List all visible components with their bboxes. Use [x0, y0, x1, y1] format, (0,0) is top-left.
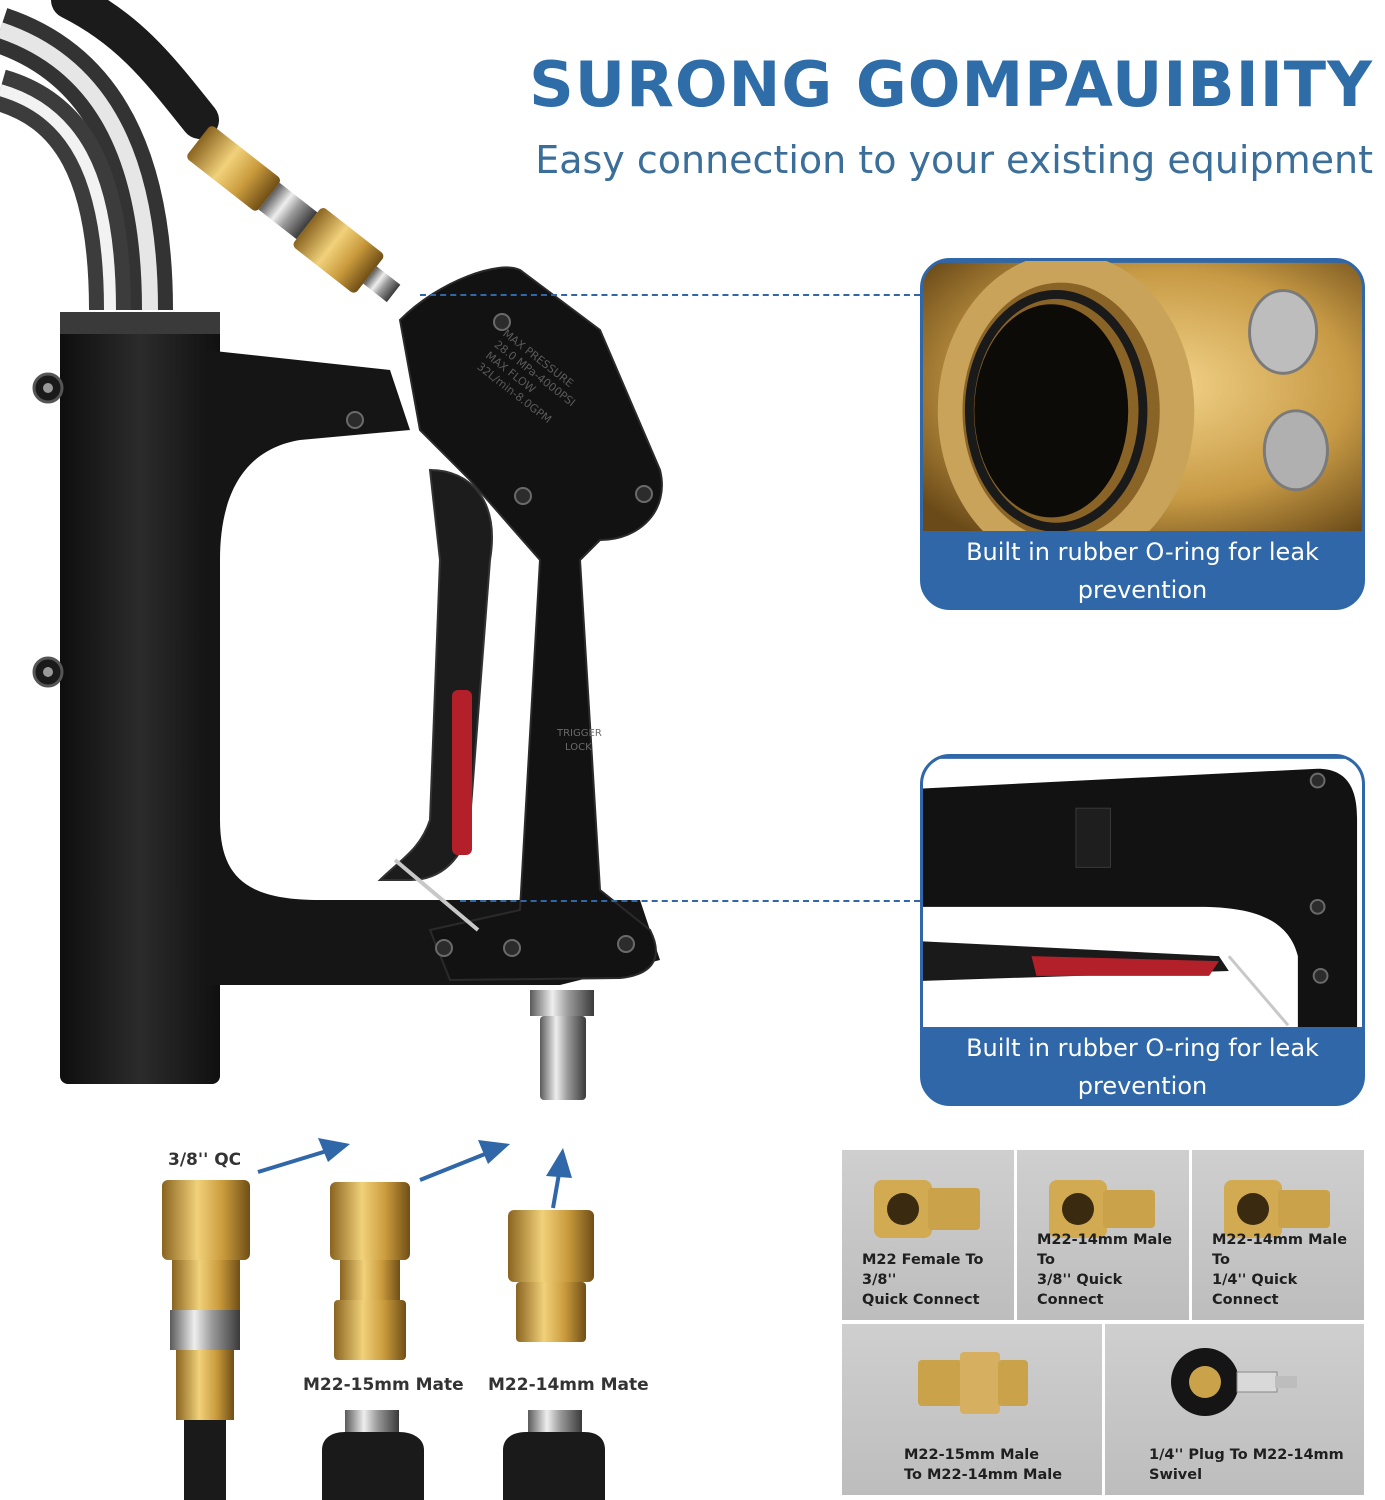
- outlet-quick-connect: [530, 990, 594, 1100]
- qc-coupler-assembly: [162, 1180, 250, 1500]
- callout-leader-line: [420, 294, 920, 296]
- holder-tube: [60, 312, 220, 1084]
- trigger-closeup-image: [923, 758, 1362, 1031]
- adapter-label: M22-15mm Male To M22-14mm Male: [904, 1447, 1063, 1483]
- callout-caption: Built in rubber O-ring for leak preventi…: [923, 531, 1362, 607]
- arrow-icon: [419, 1140, 510, 1182]
- trigger-lock-red: [452, 690, 472, 855]
- page-subtitle: Easy connection to your existing equipme…: [535, 138, 1373, 182]
- adapter-image: [918, 1352, 1028, 1414]
- adapter-label: M22 Female To 3/8'' Quick Connect: [862, 1252, 984, 1308]
- gun-screws: [346, 313, 653, 957]
- mate-14mm-label: M22-14mm Mate: [488, 1375, 649, 1395]
- coupler-closeup-image: [923, 261, 1362, 536]
- adapter-card: M22 Female To 3/8'' Quick Connect: [842, 1150, 1014, 1320]
- adapter-image: [1224, 1180, 1330, 1238]
- pump-outlet-14mm: [503, 1410, 605, 1500]
- qc-label: 3/8'' QC: [168, 1150, 242, 1170]
- hose: [51, 0, 219, 139]
- callout-trigger-closeup: Built in rubber O-ring for leak preventi…: [920, 754, 1365, 1106]
- mate-15mm-label: M22-15mm Mate: [303, 1375, 464, 1395]
- m22-15mm-coupler: [330, 1182, 410, 1360]
- adapter-label: M22-14mm Male To 1/4'' Quick Connect: [1212, 1232, 1348, 1308]
- adapter-image: [1049, 1180, 1155, 1238]
- adapter-card: M22-14mm Male To 3/8'' Quick Connect: [1017, 1150, 1189, 1320]
- adapter-image: [874, 1180, 980, 1238]
- gun-trigger: [377, 468, 493, 881]
- adapter-grid: M22 Female To 3/8'' Quick Connect M22-14…: [842, 1150, 1364, 1495]
- steel-wand: [0, 8, 173, 311]
- hose-fittings: [187, 126, 401, 303]
- adapter-card: 1/4'' Plug To M22-14mm Swivel: [1105, 1324, 1364, 1495]
- pump-outlet-15mm: [322, 1410, 424, 1500]
- trigger-lock-text: LOCK: [565, 742, 592, 753]
- callout-caption: Built in rubber O-ring for leak preventi…: [923, 1027, 1362, 1103]
- m22-14mm-coupler: [508, 1210, 594, 1342]
- adapter-label: 1/4'' Plug To M22-14mm Swivel: [1149, 1447, 1344, 1483]
- wire-latch: [393, 858, 480, 932]
- spray-gun-illustration: MAX PRESSURE 28.0 MPa-4000PSI MAX FLOW 3…: [0, 0, 663, 1500]
- adapter-image: [1171, 1348, 1297, 1416]
- adapter-label: M22-14mm Male To 3/8'' Quick Connect: [1037, 1232, 1173, 1308]
- callout-o-ring-closeup: Built in rubber O-ring for leak preventi…: [920, 258, 1365, 610]
- arrow-icon: [257, 1138, 350, 1174]
- arrow-icon: [546, 1148, 572, 1209]
- gun-body: [398, 266, 663, 982]
- trigger-lock-text: TRIGGER: [556, 728, 602, 739]
- adapter-card: M22-14mm Male To 1/4'' Quick Connect: [1192, 1150, 1364, 1320]
- adapter-card: M22-15mm Male To M22-14mm Male: [842, 1324, 1102, 1495]
- page-title: SURONG GOMPAUIBIITY: [529, 48, 1373, 121]
- callout-leader-line: [460, 900, 920, 902]
